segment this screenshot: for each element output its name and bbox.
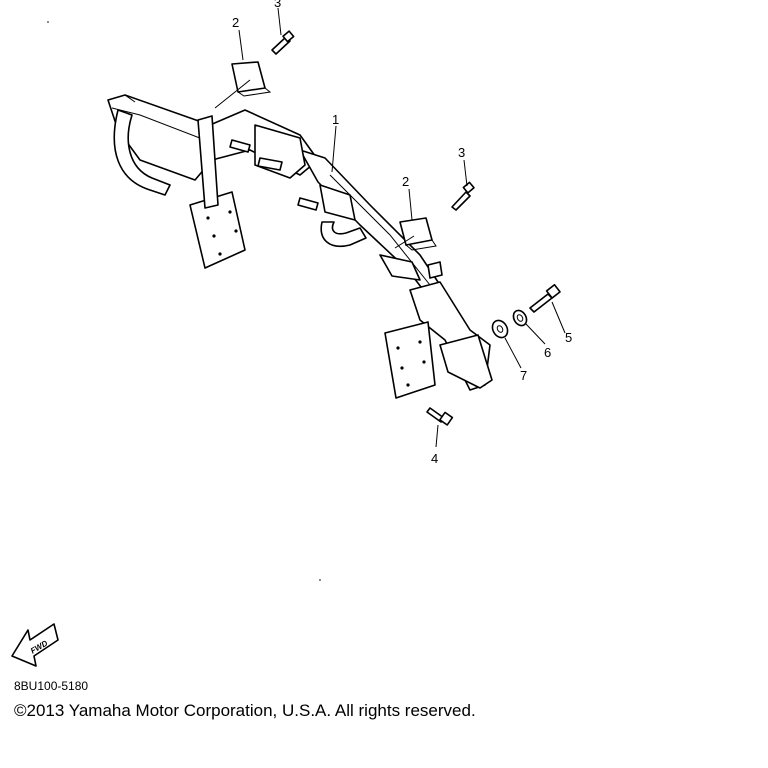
steering-frame — [107, 94, 493, 399]
lower-mount-bolt — [451, 181, 475, 211]
right-bolt — [529, 283, 561, 313]
callout-bolt-bottom: 4 — [431, 451, 438, 466]
callout-nut: 6 — [544, 345, 551, 360]
scan-speck — [47, 21, 49, 23]
leader-lines — [214, 7, 566, 448]
washer — [491, 319, 509, 339]
callout-bolt-right: 5 — [565, 330, 572, 345]
copyright-notice: ©2013 Yamaha Motor Corporation, U.S.A. A… — [14, 701, 476, 720]
callout-bracket-upper: 2 — [232, 15, 239, 30]
callout-bolt-upper: 3 — [274, 0, 281, 10]
callout-bolt-lower: 3 — [458, 145, 465, 160]
callout-frame: 1 — [332, 112, 339, 127]
callout-washer: 7 — [520, 368, 527, 383]
bottom-bolt — [426, 407, 454, 426]
upper-mount-bolt — [271, 30, 295, 55]
forward-arrow-icon: FWD — [11, 623, 59, 667]
lower-mount-bracket — [399, 217, 437, 251]
part-code: 8BU100-5180 — [14, 679, 89, 693]
callout-bracket-lower: 2 — [402, 174, 409, 189]
scan-speck — [319, 579, 321, 581]
upper-mount-bracket — [231, 61, 272, 97]
nut — [512, 309, 528, 327]
